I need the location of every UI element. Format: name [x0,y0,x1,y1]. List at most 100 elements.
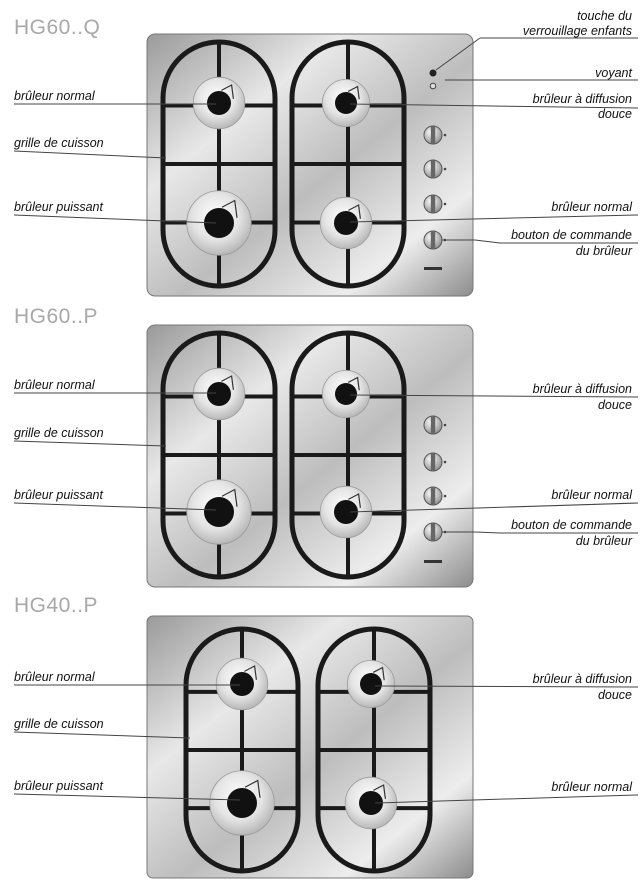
label-simmer-burner-line2: douce [597,107,632,121]
label-simmer-burner-line1: brûleur à diffusion [532,672,632,686]
knob-marker [443,494,447,498]
leader-line [13,150,167,159]
label-child-lock-line2: verrouillage enfants [522,24,632,38]
leader-line [474,239,501,244]
burner-thermocouple [221,375,234,390]
burner-thermocouple [221,199,238,218]
label-normal-burner: brûleur normal [14,89,95,103]
burner-cap [335,92,357,114]
burner-cap [227,788,257,818]
burner-knob [423,452,447,472]
knob-grip [430,523,436,541]
label-simmer-burner-line1: brûleur à diffusion [532,92,632,106]
burner-cap [335,383,357,405]
burner-normal [192,76,246,130]
child-lock-button [429,69,437,77]
label-burner-knob-line2: du brûleur [575,534,632,548]
knob-grip [430,453,436,471]
burner-cap [359,791,383,815]
label-powerful-burner: brûleur puissant [14,488,103,502]
knob-marker [443,423,447,427]
label-burner-knob-line1: bouton de commande [511,518,632,532]
leader-line [349,103,639,109]
burner-simmer [321,78,371,128]
burner-knob [423,194,447,214]
burner-normal [192,367,246,421]
label-normal-burner: brûleur normal [14,378,95,392]
label-burner-knob-line2: du brûleur [575,244,632,258]
burner-knob [423,522,447,542]
burner-thermocouple [347,376,360,391]
knob-grip [430,231,436,249]
knob-marker [443,133,447,137]
label-powerful-burner: brûleur puissant [14,779,103,793]
knob-grip [430,487,436,505]
burner-simmer [321,369,371,419]
knob-marker [443,167,447,171]
leader-line [349,394,639,398]
label-powerful-burner: brûleur puissant [14,200,103,214]
brand-logo [424,560,442,563]
burner-thermocouple [348,204,361,219]
burner-cap [204,208,234,238]
label-simmer-burner-line2: douce [597,398,632,412]
leader-line [349,214,639,223]
burner-thermocouple [221,488,238,507]
burner-powerful [209,770,275,836]
label-normal-burner-right: brûleur normal [551,488,632,502]
leader-line [13,214,217,224]
burner-cap [230,672,254,696]
knob-marker [443,460,447,464]
leader-line [13,440,167,447]
label-child-lock-line1: touche du [577,9,632,23]
leader-line [474,531,501,534]
burner-knob [423,125,447,145]
label-simmer-burner-line2: douce [597,688,632,702]
burner-normal [319,196,373,250]
burner-thermocouple [373,784,386,799]
leader-line [435,37,481,71]
burner-cap [360,673,382,695]
burner-cap [204,497,234,527]
burner-cap [207,382,231,406]
knob-grip [430,126,436,144]
burner-thermocouple [244,665,257,680]
model-title-hg60p: HG60..P [14,305,99,328]
knob-grip [430,160,436,178]
label-normal-burner: brûleur normal [14,670,95,684]
burner-thermocouple [347,85,360,100]
burner-cap [207,91,231,115]
burner-knob [423,486,447,506]
model-title-hg60q: HG60..Q [14,16,101,39]
label-cooking-grate: grille de cuisson [14,136,104,150]
label-simmer-burner-line1: brûleur à diffusion [532,382,632,396]
label-indicator-light: voyant [595,66,632,80]
leader-line [374,794,639,804]
burner-knob [423,230,447,250]
leader-line [13,731,191,739]
burner-thermocouple [372,666,385,681]
leader-line [13,793,241,801]
burner-knob [423,159,447,179]
knob-grip [430,195,436,213]
leader-line [374,685,639,688]
burner-thermocouple [221,84,234,99]
burner-cap [334,211,358,235]
burner-normal [319,485,373,539]
burner-knob [423,415,447,435]
model-title-hg40p: HG40..P [14,594,99,617]
label-cooking-grate: grille de cuisson [14,717,104,731]
leader-line [349,502,639,513]
burner-simmer [346,659,396,709]
burner-cap [334,500,358,524]
brand-logo [424,267,442,270]
indicator-light [429,82,437,90]
burner-normal [344,776,398,830]
burner-thermocouple [348,493,361,508]
label-normal-burner-right: brûleur normal [551,200,632,214]
knob-marker [443,202,447,206]
label-burner-knob-line1: bouton de commande [511,228,632,242]
knob-grip [430,416,436,434]
burner-powerful [186,190,252,256]
